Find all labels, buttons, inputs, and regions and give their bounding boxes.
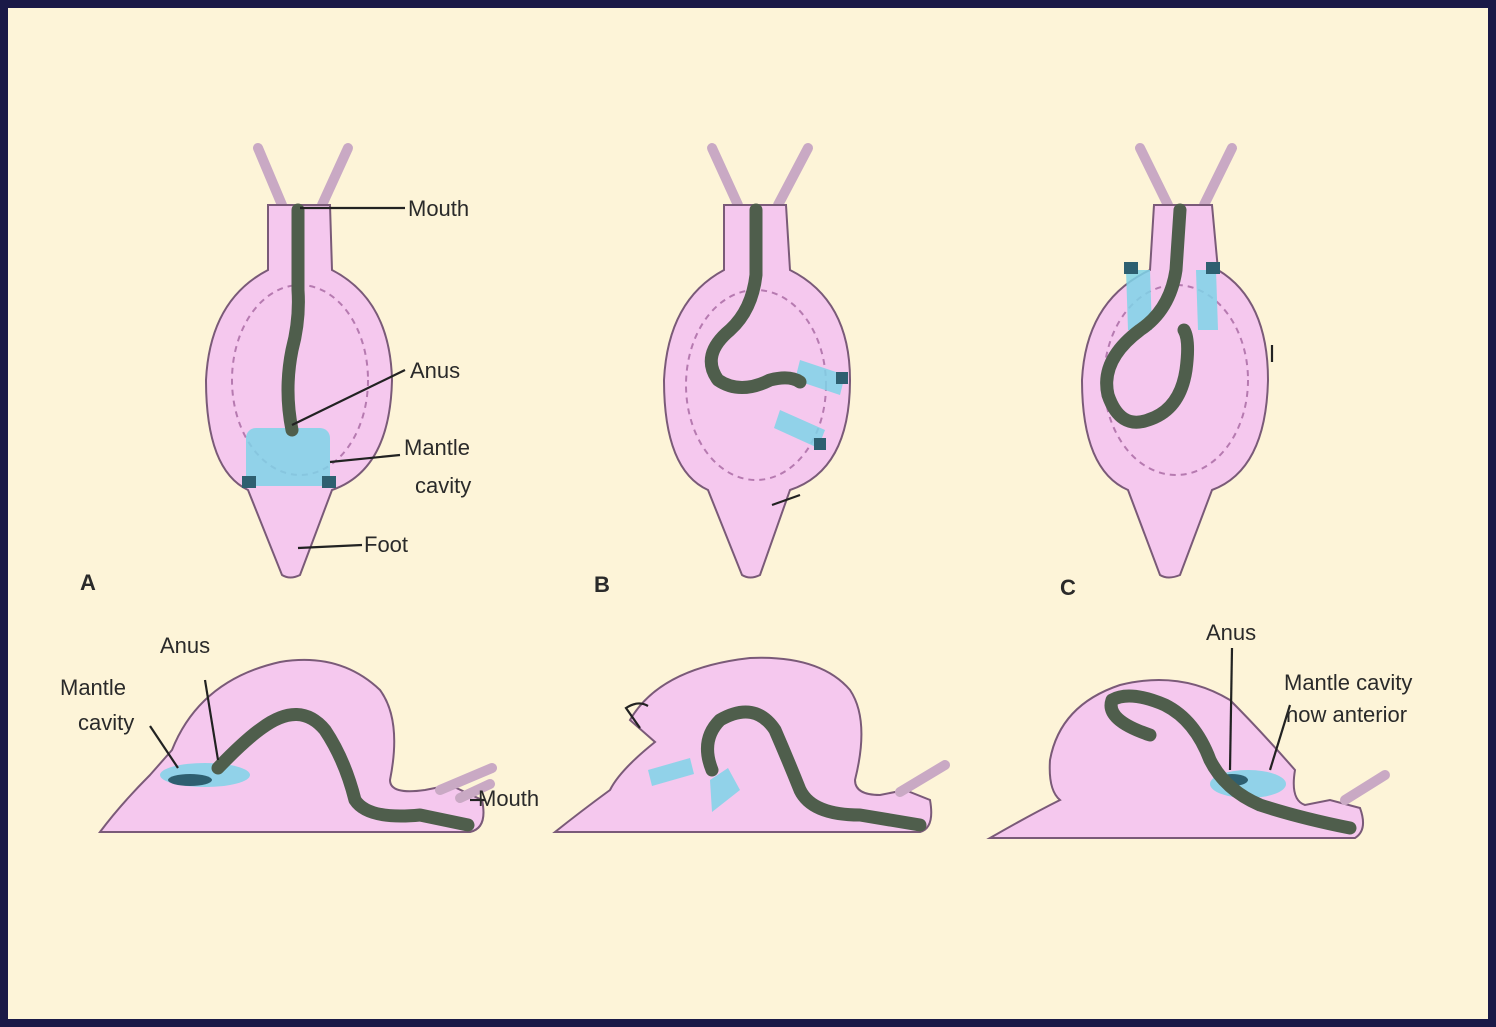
side-view-b [555,658,945,832]
tentacle-left-c [1140,148,1168,205]
label-foot-a: Foot [364,532,408,557]
mantle-cavity-c2 [1196,270,1218,330]
tentacle-right-a [322,148,348,205]
panel-letter-c: C [1060,575,1076,600]
mantle-edge-b2 [814,438,826,450]
mantle-edge-c2 [1206,262,1220,274]
mantle-edge-b1 [836,372,848,384]
tentacle-left-b [712,148,738,205]
label-mantle-a: Mantle [404,435,470,460]
label-mouth-a: Mouth [408,196,469,221]
label-anus-side-a: Anus [160,633,210,658]
figure-panel: Mouth Anus Mantle cavity Foot A B C [8,8,1488,1019]
mantle-edge-c1 [1124,262,1138,274]
top-view-a: Mouth Anus Mantle cavity Foot A [80,148,471,595]
label-cavity-side-a: cavity [78,710,134,735]
top-view-b: B [594,148,850,597]
mantle-edge-a1 [242,476,256,488]
mantle-edge-a2 [322,476,336,488]
torsion-diagram: Mouth Anus Mantle cavity Foot A B C [8,8,1488,1019]
label-anus-a: Anus [410,358,460,383]
body-outline-side-b [555,658,931,832]
tentacle-left-a [258,148,282,205]
tentacle-side-c1 [1345,775,1385,800]
label-mantle-side-a: Mantle [60,675,126,700]
panel-letter-b: B [594,572,610,597]
side-view-c: Anus Mantle cavity now anterior [990,620,1412,838]
label-mantle-cavity-side-c: Mantle cavity [1284,670,1412,695]
body-outline-side-a [100,660,484,832]
tentacle-right-c [1204,148,1232,205]
tentacle-side-b1 [900,765,945,792]
mantle-cavity-a [246,428,330,486]
tentacle-right-b [778,148,808,205]
label-mouth-side-a: Mouth [478,786,539,811]
side-view-a: Anus Mantle cavity Mouth [60,633,539,832]
label-anus-side-c: Anus [1206,620,1256,645]
panel-letter-a: A [80,570,96,595]
label-now-anterior-side-c: now anterior [1286,702,1407,727]
top-view-c: C [1060,148,1272,600]
mantle-edge-side-a [168,774,212,786]
label-cavity-a: cavity [415,473,471,498]
